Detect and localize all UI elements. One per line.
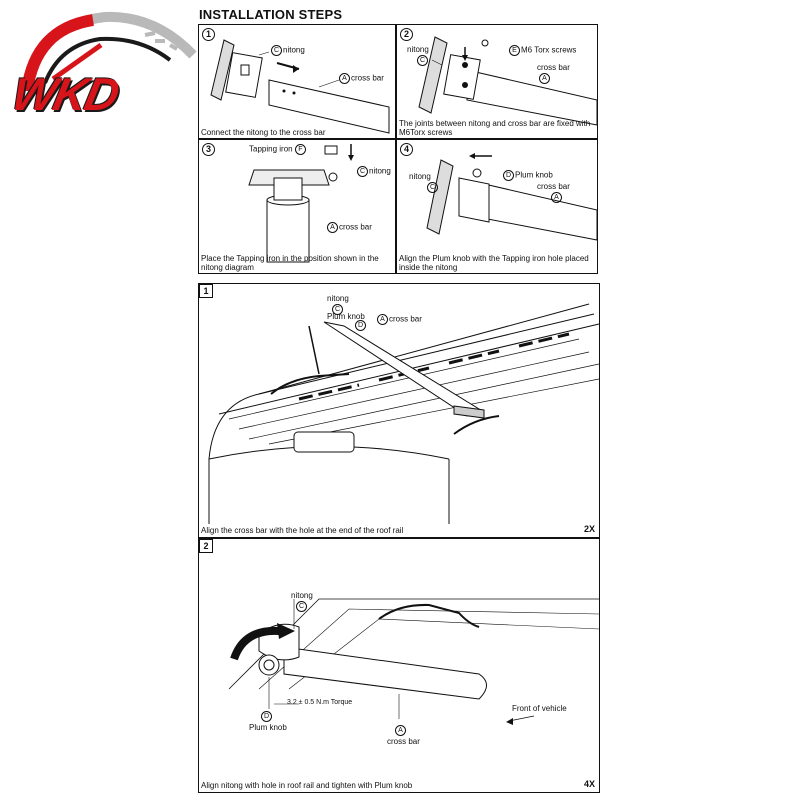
diagram-2-number: 2: [199, 539, 213, 553]
plum-knob-tighten-illustration: [228, 598, 600, 725]
plum-knob-letter: D: [355, 320, 367, 331]
crossbar-label: cross bar: [537, 182, 570, 191]
plum-knob-label: Plum knob: [327, 312, 365, 321]
tapping-iron-illustration: [248, 144, 354, 263]
nitong-letter: C: [427, 182, 439, 193]
nitong-letter: C: [417, 55, 429, 66]
brand-logo: WKD: [5, 5, 200, 120]
crossbar-letter: A: [551, 192, 563, 203]
nitong-label: nitong: [407, 45, 429, 54]
step-2-caption: The joints between nitong and cross bar …: [399, 119, 591, 137]
diagram-2-caption: Align nitong with hole in roof rail and …: [201, 781, 413, 790]
nitong-letter: C: [332, 304, 344, 315]
nitong-letter: C: [296, 601, 308, 612]
nitong-label: nitong: [291, 591, 313, 600]
step-2-number: 2: [400, 28, 413, 41]
diagram-1-caption: Align the cross bar with the hole at the…: [201, 526, 404, 535]
front-of-vehicle-label: Front of vehicle: [512, 704, 567, 713]
nitong-label: nitong: [409, 172, 431, 181]
crossbar-letter: A: [539, 73, 551, 84]
nitong-crossbar-connect-illustration: [210, 39, 390, 134]
step-3-caption: Place the Tapping iron in the position s…: [201, 254, 379, 272]
step-3-number: 3: [202, 143, 215, 156]
crossbar-label: cross bar: [387, 737, 420, 746]
diagram-2-panel: 2 nitong C 3.2 ± 0.5 N.m Torque D Plum k…: [198, 538, 600, 793]
step-1-number: 1: [202, 28, 215, 41]
torque-label: 3.2 ± 0.5 N.m Torque: [287, 699, 353, 706]
diagram-1-number: 1: [199, 284, 213, 298]
speedometer-logo-icon: [21, 11, 197, 92]
page-title: INSTALLATION STEPS: [199, 7, 343, 22]
nitong-label: nitong: [327, 294, 349, 303]
tapping-iron-label: Tapping iron F: [249, 144, 307, 155]
step-1-caption: Connect the nitong to the cross bar: [201, 128, 326, 137]
roof-rack-crossbar-illustration: [208, 303, 600, 524]
crossbar-letter: A: [395, 725, 407, 736]
step-4-caption: Align the Plum knob with the Tapping iro…: [399, 254, 589, 272]
logo-text: WKD: [7, 68, 123, 120]
quantity-2x: 2X: [583, 524, 595, 534]
step-4-number: 4: [400, 143, 413, 156]
torx-screws-illustration: [418, 36, 598, 126]
quantity-4x: 4X: [583, 779, 595, 789]
plum-knob-label: Plum knob: [249, 723, 287, 732]
plum-knob-letter: D: [261, 711, 273, 722]
plum-knob-align-illustration: [426, 153, 598, 241]
crossbar-label: cross bar: [537, 63, 570, 72]
